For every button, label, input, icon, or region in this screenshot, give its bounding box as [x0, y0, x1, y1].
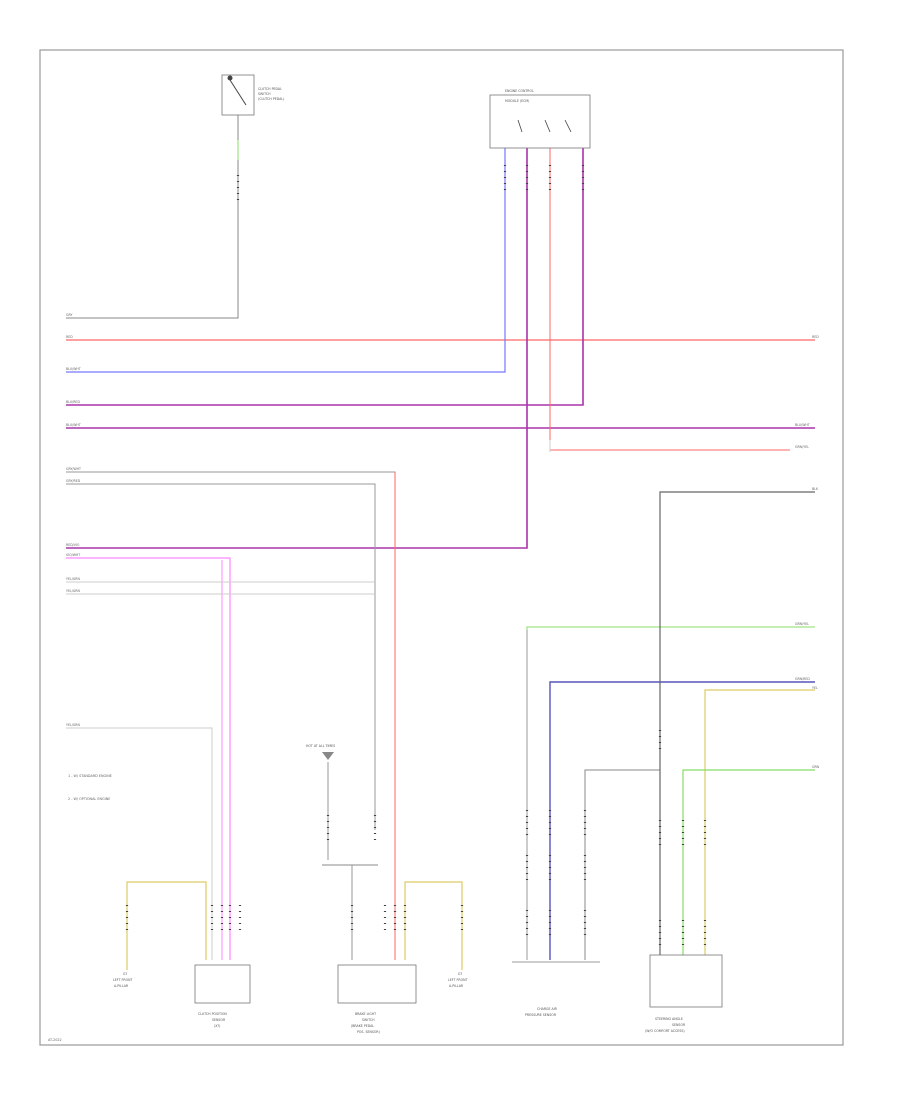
steering-angle-sensor: STEERING ANGLE SENSOR (W/O COMFORT ACCES…	[645, 954, 723, 1033]
clutch-pedal-switch: CLUTCH PEDAL SWITCH (CLUTCH PEDAL)	[221, 74, 284, 116]
brake-light-switch: BRAKE LIGHT SWITCH (BRAKE PEDAL POS. SEN…	[337, 964, 417, 1034]
hot-at-all-times: HOT AT ALL TIMES	[306, 744, 335, 760]
wire-lightgray-3	[66, 727, 213, 960]
left-wire-tag: VIO/WHT	[66, 553, 80, 557]
ground-right-front: G? LEFT FRONT A-PILLAR	[448, 972, 467, 988]
left-wire-tag: YEL/GRN	[66, 577, 80, 581]
wire-gray-charge-2	[584, 769, 660, 960]
wire-green-charge	[526, 626, 815, 960]
right-wire-tag: YEL	[812, 686, 818, 690]
right-wire-tag: GRN/YEL	[795, 622, 809, 626]
wire-purple-3	[66, 148, 528, 549]
right-wire-tag: GRN	[812, 765, 820, 769]
wire-blue	[66, 148, 506, 373]
wire-gray-clutch-switch	[66, 115, 239, 319]
cps-label-3: (X?)	[214, 1024, 220, 1028]
sas-label-2: SENSOR	[672, 1023, 686, 1027]
bls-label-4: POS. SENSOR)	[357, 1030, 380, 1034]
wire-yellow-ground-right	[404, 881, 463, 970]
wire-yellow-ground-left	[126, 881, 207, 970]
clutch-position-sensor: CLUTCH POSITION SENSOR (X?)	[194, 964, 251, 1028]
hot-label: HOT AT ALL TIMES	[306, 744, 335, 748]
wire-purple-1	[66, 148, 584, 406]
left-wire-tag: RED	[66, 335, 73, 339]
cas-label-2: PRESSURE SENSOR	[525, 1013, 557, 1017]
right-wire-tag: BLK	[812, 487, 819, 491]
left-wire-tag: BLU/WHT	[66, 367, 81, 371]
footer-code: AT-2022	[48, 1038, 62, 1042]
clutch-switch-label-1: CLUTCH PEDAL	[258, 87, 282, 91]
ground-left-front: G? LEFT FRONT A-PILLAR	[113, 972, 132, 988]
charge-air-pressure-sensor: CHARGE AIR PRESSURE SENSOR	[512, 961, 600, 1017]
cas-label-1: CHARGE AIR	[537, 1007, 558, 1011]
ground-left-label-3: A-PILLAR	[114, 984, 129, 988]
clutch-switch-label-2: SWITCH	[258, 92, 271, 96]
sas-label-1: STEERING ANGLE	[655, 1017, 683, 1021]
left-wire-tag: GRY	[66, 313, 72, 317]
ground-left-label-1: G?	[123, 972, 127, 976]
left-wire-tag: GRY/RED	[66, 479, 81, 483]
wire-yellow-steering	[704, 689, 815, 960]
bls-label-3: (BRAKE PEDAL	[351, 1024, 374, 1028]
wire-pink-1	[66, 557, 231, 960]
right-wire-tag: BLU/WHT	[795, 423, 810, 427]
note-2: 2 - W/ OPTIONAL ENGINE	[68, 797, 110, 801]
ecm-label-2: MODULE (ECM)	[505, 99, 529, 103]
sas-label-3: (W/O COMFORT ACCESS)	[645, 1029, 685, 1033]
ground-right-label-3: A-PILLAR	[449, 984, 464, 988]
ecm-label-1: ENGINE CONTROL	[505, 89, 534, 93]
left-wire-tag: BLU/RED	[66, 400, 80, 404]
wire-red-ecm	[549, 148, 790, 451]
left-wire-tag: BLU/WHT	[66, 423, 81, 427]
ground-right-label-2: LEFT FRONT	[448, 978, 467, 982]
left-wire-tag: GRY/WHT	[66, 467, 81, 471]
right-wire-tag: GRN/RED	[795, 677, 810, 681]
left-wire-tag: YEL/GRN	[66, 723, 80, 727]
cps-label-2: SENSOR	[212, 1018, 226, 1022]
left-wire-tag: RED/VIO	[66, 543, 80, 547]
wire-green-steering	[682, 769, 815, 960]
right-wire-tag: RED	[812, 335, 819, 339]
ground-right-label-1: G?	[458, 972, 462, 976]
cps-label-1: CLUTCH POSITION	[198, 1012, 227, 1016]
clutch-switch-label-3: (CLUTCH PEDAL)	[258, 97, 284, 101]
note-1: 1 - W/ STANDARD ENGINE	[68, 774, 112, 778]
ground-left-label-2: LEFT FRONT	[113, 978, 132, 982]
bls-label-2: SWITCH	[362, 1018, 375, 1022]
wire-black-steering	[659, 491, 815, 960]
left-wire-tag: YEL/GRN	[66, 589, 80, 593]
engine-control-module: ENGINE CONTROL MODULE (ECM)	[489, 89, 591, 149]
bls-label-1: BRAKE LIGHT	[355, 1012, 376, 1016]
right-wire-tag: GRN/YEL	[795, 445, 809, 449]
wire-gray-brake-2	[66, 483, 376, 830]
diagram-frame	[39, 49, 844, 1046]
